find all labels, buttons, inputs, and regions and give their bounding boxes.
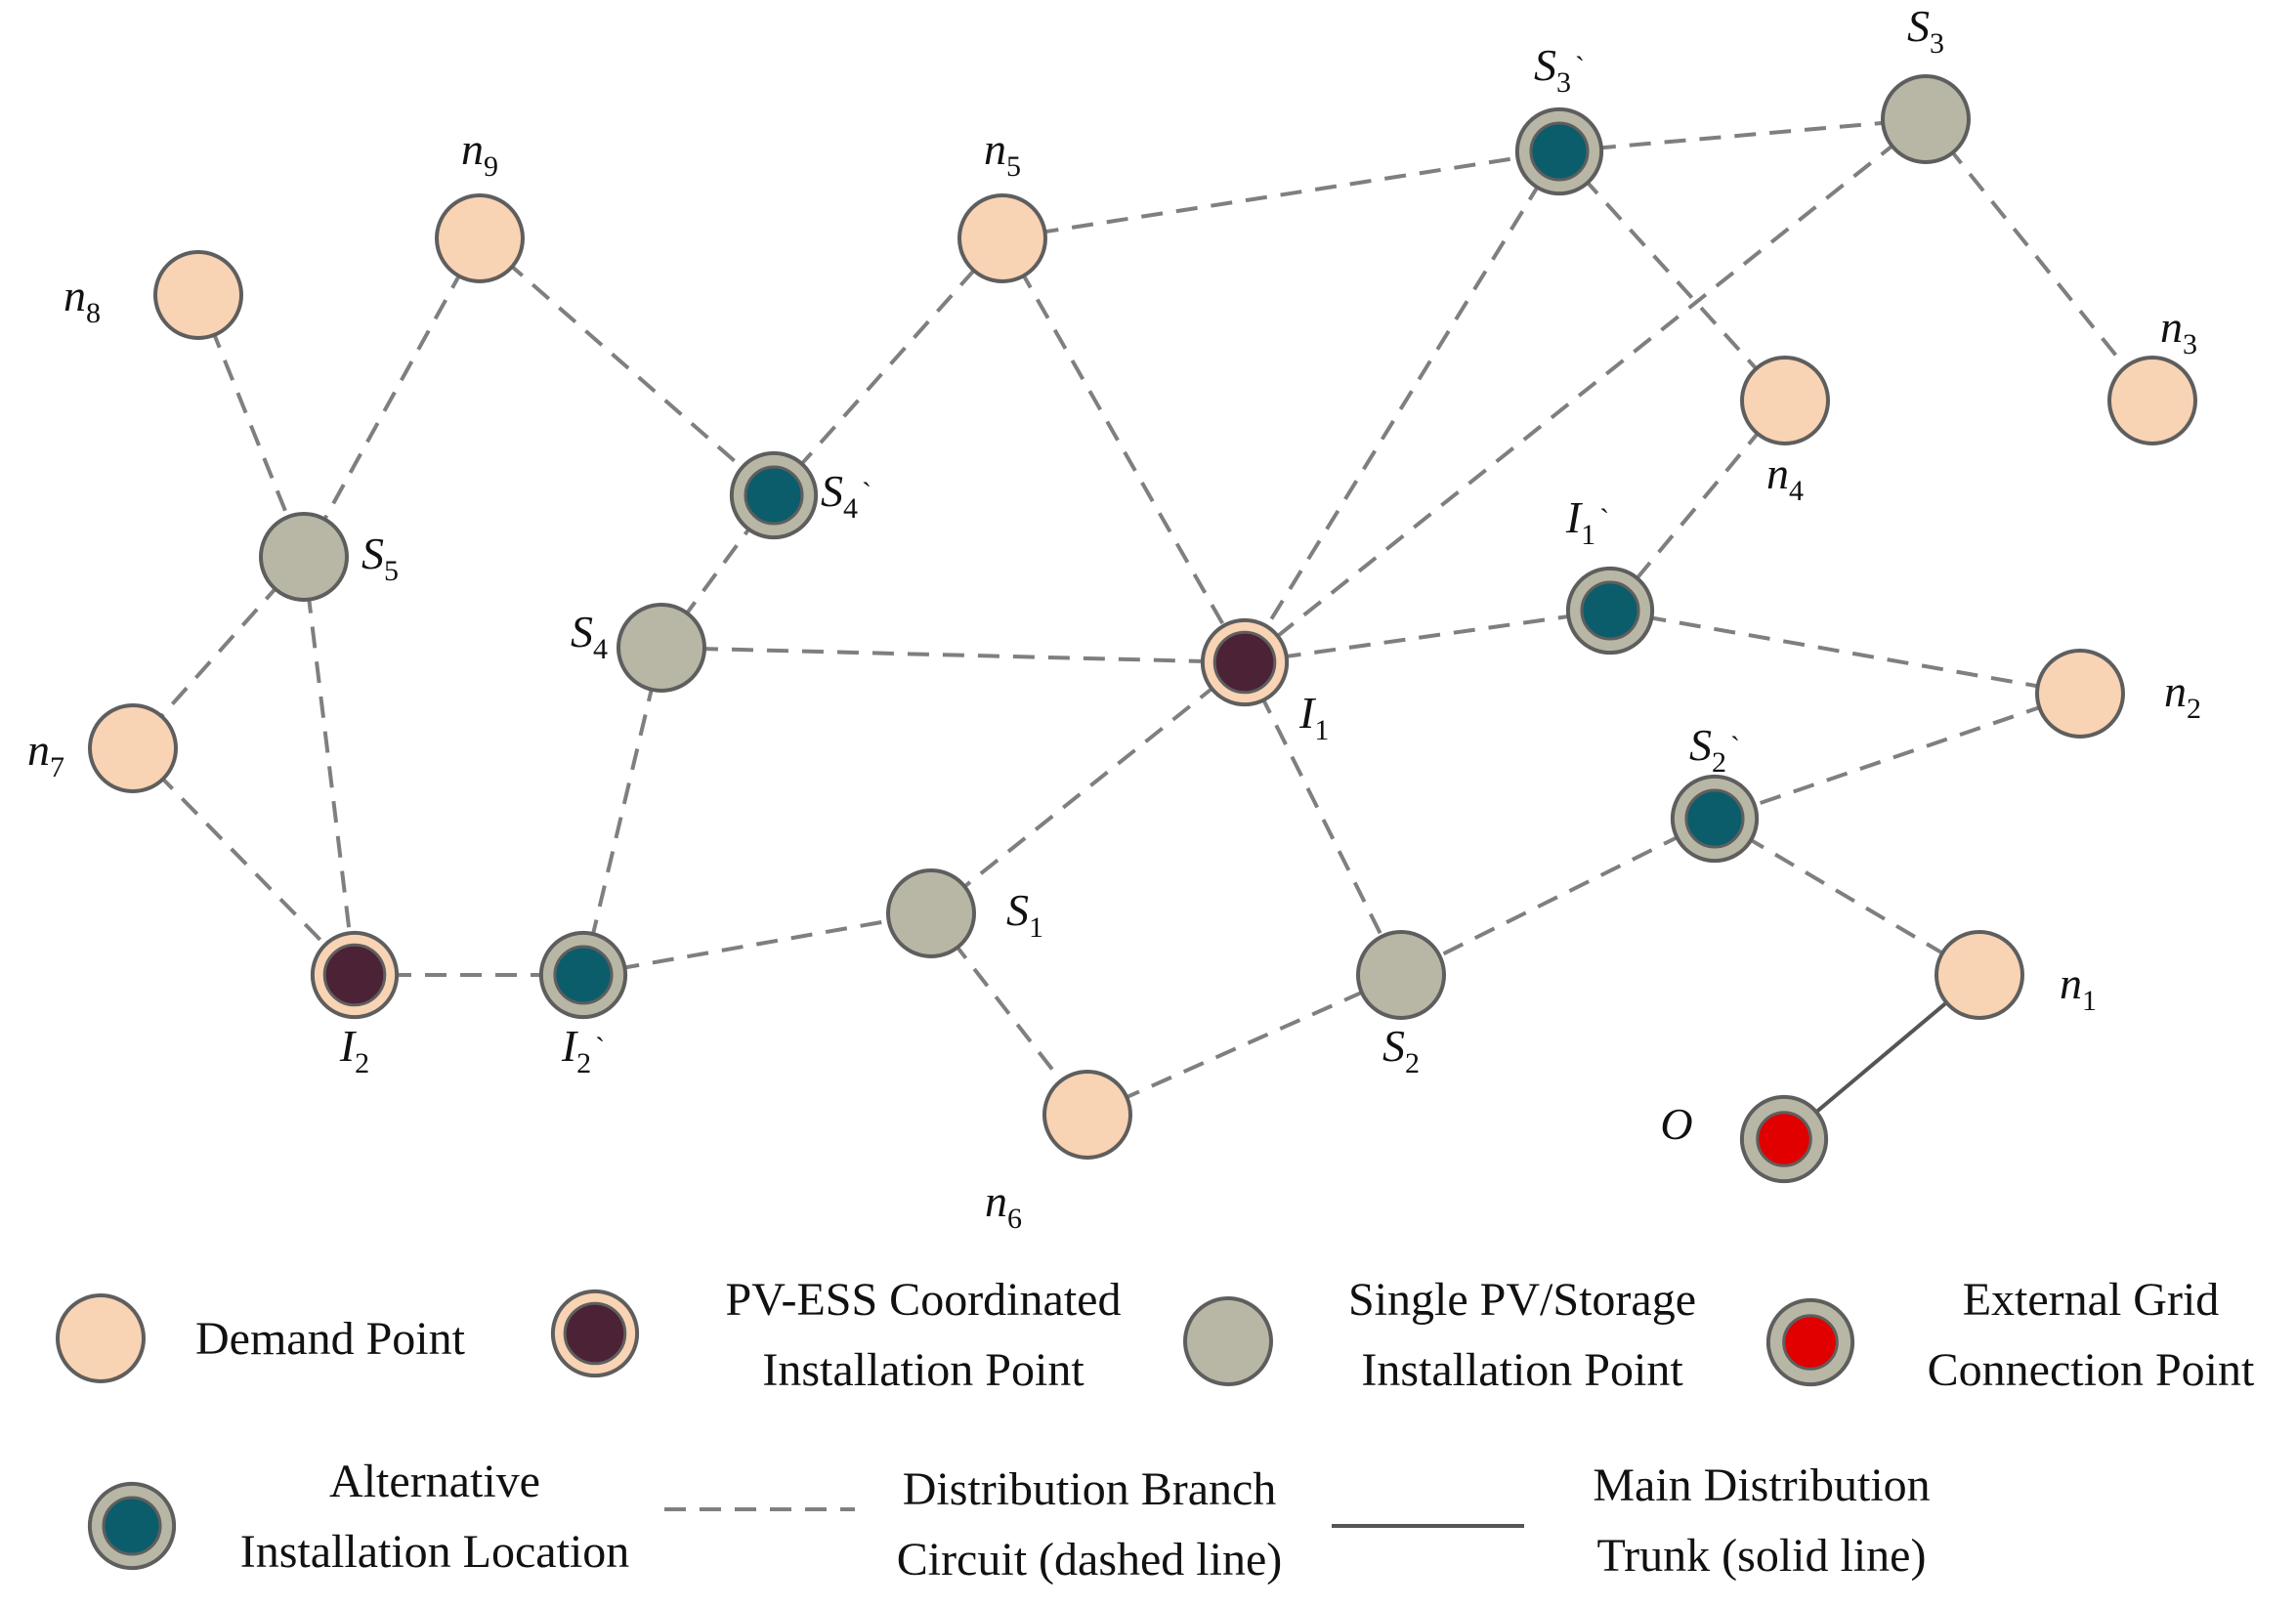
branch-edge-S3-I1 (1243, 117, 1928, 664)
node-label-n3: n3 (2160, 302, 2197, 360)
node-label-S1: S1 (1006, 885, 1043, 944)
branch-edge-n7-I2 (131, 746, 357, 977)
node-label-I1p: I1` (1565, 492, 1609, 551)
node-S4 (617, 603, 706, 693)
branch-edge-I2p-S1 (582, 911, 932, 977)
branch-edge-S3p-S3 (1558, 117, 1927, 153)
branch-edge-S4-I1 (660, 646, 1246, 664)
node-label-S3p: S3` (1534, 40, 1585, 99)
branch-edge-S4p-n5 (772, 236, 1004, 497)
branch-edge-S3-n3 (1924, 117, 2154, 402)
node-label-n4: n4 (1766, 448, 1804, 507)
node-label-I1: I1 (1298, 688, 1329, 746)
node-label-n1: n1 (2060, 958, 2097, 1017)
branch-edge-n6-S2 (1086, 973, 1402, 1117)
legend-swatch-demand (56, 1293, 146, 1383)
node-label-S4: S4 (571, 607, 608, 665)
node-label-n2: n2 (2164, 666, 2201, 725)
node-label-O: O (1660, 1099, 1692, 1149)
edges-layer (131, 117, 2154, 1141)
branch-edge-S3p-I1 (1243, 149, 1561, 664)
branch-edge-I1p-n2 (1609, 609, 2081, 696)
node-label-S3: S3 (1907, 1, 1944, 60)
legend-swatch-single (1183, 1296, 1273, 1386)
node-S2p (1670, 774, 1760, 864)
node-n5 (957, 193, 1047, 283)
node-S3 (1881, 74, 1971, 164)
node-label-I2p: I2` (561, 1021, 605, 1079)
legend-swatch-grid (1765, 1297, 1855, 1387)
branch-edge-n8-S5 (196, 294, 306, 558)
node-label-S5: S5 (361, 529, 399, 587)
legend-item-demand: Demand Point (56, 1293, 466, 1383)
node-n6 (1042, 1070, 1132, 1160)
node-label-S2p: S2` (1689, 720, 1740, 779)
node-S5 (259, 512, 349, 602)
branch-edge-I2p-S4 (581, 647, 663, 976)
node-I1 (1200, 617, 1290, 707)
node-label-S2: S2 (1382, 1021, 1420, 1079)
node-label-n8: n8 (64, 271, 101, 329)
node-n9 (435, 193, 525, 283)
branch-edge-S2p-n1 (1713, 817, 1981, 977)
node-label-n6: n6 (985, 1176, 1022, 1235)
branch-edge-S5-I2 (302, 556, 357, 976)
nodes-layer (88, 74, 2197, 1184)
node-I2p (538, 930, 628, 1020)
legend-swatch-alternative (87, 1481, 177, 1571)
branch-edge-I1-S2 (1243, 661, 1403, 976)
node-label-n5: n5 (984, 124, 1021, 183)
node-S4p (729, 450, 819, 540)
branch-edge-n5-I1 (1000, 237, 1247, 663)
branch-edge-n2-S2p (1714, 692, 2081, 821)
legend-swatch-coordinated (550, 1289, 640, 1378)
node-n1 (1935, 930, 2024, 1020)
node-n3 (2107, 356, 2197, 445)
node-n7 (88, 703, 178, 793)
node-I1p (1565, 566, 1655, 655)
node-label-n7: n7 (27, 725, 64, 783)
node-n2 (2035, 649, 2125, 739)
node-label-I2: I2 (339, 1021, 369, 1079)
branch-edge-n5-S3p (1001, 149, 1560, 240)
node-S1 (886, 868, 976, 958)
node-label-S4p: S4` (821, 466, 872, 525)
node-n8 (153, 250, 243, 340)
branch-edge-I1-S1 (929, 660, 1247, 915)
branch-edge-S3p-n4 (1557, 149, 1787, 402)
node-O (1739, 1094, 1829, 1184)
node-S2 (1356, 930, 1446, 1020)
legend-label-demand: Demand Point (195, 1313, 466, 1365)
branch-edge-n9-S4p (478, 236, 776, 497)
branch-edge-n9-S5 (302, 237, 482, 558)
node-n4 (1740, 356, 1830, 445)
node-label-n9: n9 (461, 124, 498, 183)
branch-edge-S2p-S2 (1400, 817, 1716, 977)
node-S3p (1514, 106, 1604, 196)
branch-edge-n4-I1p (1608, 399, 1787, 613)
node-I2 (310, 930, 400, 1020)
branch-edge-I1-I1p (1244, 609, 1611, 664)
